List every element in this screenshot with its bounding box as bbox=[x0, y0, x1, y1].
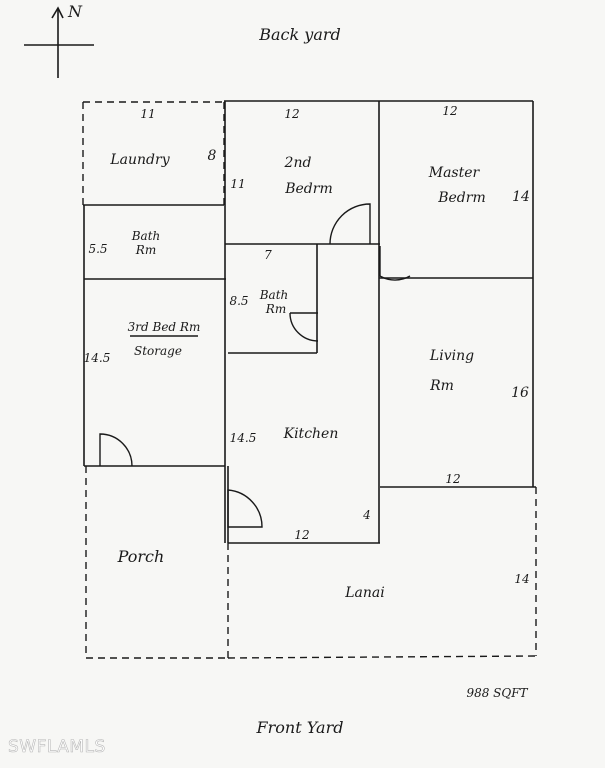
dim-bath-1-depth: 5.5 bbox=[88, 242, 107, 256]
room-master-line1: Master bbox=[428, 165, 481, 181]
dim-2nd-bed-width: 12 bbox=[284, 107, 299, 121]
dim-2nd-bed-depth: 11 bbox=[230, 177, 245, 191]
dim-master-width: 12 bbox=[442, 104, 457, 118]
room-bath-1-line2: Rm bbox=[135, 243, 156, 257]
room-kitchen: Kitchen bbox=[283, 426, 339, 442]
room-3rd-bed-line2: Storage bbox=[134, 344, 182, 358]
back-yard-label: Back yard bbox=[258, 25, 341, 44]
dim-master-depth: 14 bbox=[512, 189, 530, 205]
room-porch: Porch bbox=[117, 547, 165, 566]
room-laundry: Laundry bbox=[109, 152, 170, 168]
dim-kitchen-depth: 14.5 bbox=[230, 431, 257, 445]
dim-laundry-depth: 8 bbox=[208, 148, 217, 164]
room-3rd-bed-line1: 3rd Bed Rm bbox=[128, 320, 201, 334]
listing-watermark: SWFLAMLS bbox=[8, 737, 106, 757]
front-yard-label: Front Yard bbox=[256, 718, 344, 737]
dashed-boundary bbox=[82, 101, 537, 659]
dim-living-depth: 16 bbox=[511, 385, 529, 401]
doors bbox=[99, 203, 411, 528]
room-bath-1-line1: Bath bbox=[131, 229, 161, 243]
dim-3rd-bed-depth: 14.5 bbox=[84, 351, 111, 365]
room-2nd-bedrm-line2: Bedrm bbox=[284, 181, 333, 197]
walls bbox=[83, 100, 536, 544]
dim-bath-2-depth: 8.5 bbox=[229, 294, 248, 308]
room-living-line2: Rm bbox=[429, 378, 454, 394]
room-living-line1: Living bbox=[429, 348, 474, 364]
dim-lanai-depth: 14 bbox=[514, 572, 529, 586]
north-arrow bbox=[24, 6, 94, 78]
room-bath-2-line2: Rm bbox=[265, 302, 286, 316]
dim-living-width: 12 bbox=[445, 472, 460, 486]
room-master-line2: Bedrm bbox=[437, 190, 486, 206]
total-area: 988 SQFT bbox=[466, 686, 528, 700]
dim-bath-2-width: 7 bbox=[264, 248, 272, 262]
dim-kitchen-short: 4 bbox=[362, 508, 371, 522]
north-label: N bbox=[67, 2, 83, 21]
room-2nd-bedrm-line1: 2nd bbox=[284, 155, 312, 171]
dim-laundry-width: 11 bbox=[140, 107, 155, 121]
room-bath-2-line1: Bath bbox=[259, 288, 289, 302]
room-lanai: Lanai bbox=[344, 585, 384, 601]
dim-kitchen-width: 12 bbox=[294, 528, 309, 542]
